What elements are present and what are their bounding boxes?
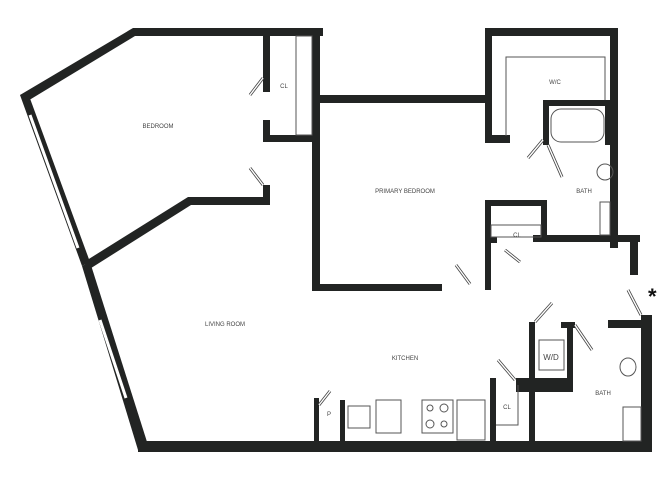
bedroom-wall-right-low: [263, 185, 270, 205]
room-labels: BEDROOM CL W/C PRIMARY BEDROOM BATH CL L…: [142, 80, 657, 418]
kitchen-sink: [347, 405, 371, 429]
tub-wall: [605, 100, 618, 145]
closet-wall: [263, 135, 320, 142]
sink-lower: [622, 406, 642, 442]
wic-top: [485, 28, 618, 36]
laundry-wall-right: [567, 322, 573, 392]
outer-wall-top-diagonal: [20, 28, 135, 102]
outer-wall-bottom: [138, 441, 652, 452]
wic-shelf: [505, 56, 606, 136]
outer-wall-left-lower: [82, 262, 148, 450]
primary-wall-top: [320, 95, 490, 103]
refrigerator: [456, 399, 486, 441]
toilet-upper: [596, 163, 614, 181]
cl-shelf: [490, 224, 542, 238]
outer-wall-right: [641, 315, 652, 452]
pantry-wall: [314, 398, 319, 443]
wic-left-stub: [485, 135, 510, 143]
label-bedroom: BEDROOM: [142, 124, 173, 130]
label-walk-in-closet: W/C: [549, 80, 561, 86]
burner: [426, 404, 434, 412]
bath-right-stub: [630, 235, 638, 275]
stove: [421, 399, 454, 434]
bath-top: [543, 100, 618, 106]
pantry-wall-2: [340, 400, 345, 443]
bedroom-closet-shelf: [295, 35, 313, 136]
label-living-room: LIVING ROOM: [205, 322, 245, 328]
fixtures: [28, 35, 642, 442]
bedroom-wall-right-mid: [263, 120, 270, 142]
burner: [440, 420, 448, 428]
window-lower-left: [98, 319, 128, 399]
label-kitchen-closet: CL: [503, 405, 511, 411]
dishwasher: [375, 399, 402, 434]
wic-left: [485, 28, 492, 143]
bath-left: [543, 100, 549, 145]
kitchen-cl-wall: [490, 378, 496, 443]
label-pantry: P: [327, 412, 331, 418]
burner: [425, 419, 435, 429]
sink-upper: [599, 201, 611, 236]
laundry-wall-top-stub: [561, 322, 575, 328]
label-bath: BATH: [595, 391, 611, 397]
washer-dryer: [538, 339, 565, 371]
label-primary-closet: CL: [513, 233, 521, 239]
bedroom-wall-right-top: [263, 36, 270, 92]
bedroom-wall-bottom: [84, 197, 270, 270]
toilet-lower: [619, 357, 637, 377]
label-primary-bath: BATH: [576, 189, 592, 195]
burner: [439, 403, 449, 413]
label-laundry: W/D: [543, 353, 559, 362]
cl-box-bottom: [485, 237, 497, 243]
walls: [20, 28, 652, 452]
bath-bottom: [533, 235, 640, 242]
outer-wall-top: [133, 28, 323, 36]
cl-box-right: [541, 200, 547, 240]
window-upper-left: [28, 114, 80, 249]
cl-box-top: [485, 200, 547, 206]
doors[interactable]: [248, 77, 643, 406]
cl-box-left: [485, 200, 491, 290]
primary-wall-left: [312, 28, 320, 291]
primary-wall-bottom: [312, 284, 442, 291]
laundry-wall-bottom: [516, 378, 573, 392]
kitchen-cl-shelf: [496, 385, 519, 426]
label-bedroom-closet: CL: [280, 84, 288, 90]
entry-wall: [608, 320, 648, 328]
bathtub: [550, 108, 605, 143]
label-primary-bedroom: PRIMARY BEDROOM: [375, 189, 435, 195]
entry-marker: *: [648, 284, 657, 309]
label-kitchen: KITCHEN: [392, 356, 418, 362]
